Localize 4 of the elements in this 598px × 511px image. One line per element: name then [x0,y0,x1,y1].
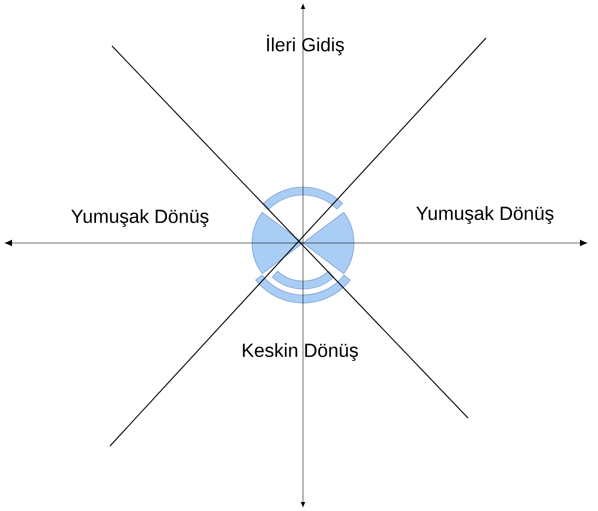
direction-label: Yumuşak Dönüş [416,206,554,224]
direction-label: Keskin Dönüş [242,343,358,361]
direction-label: Yumuşak Dönüş [71,209,208,227]
direction-label: İleri Gidiş [267,34,344,56]
